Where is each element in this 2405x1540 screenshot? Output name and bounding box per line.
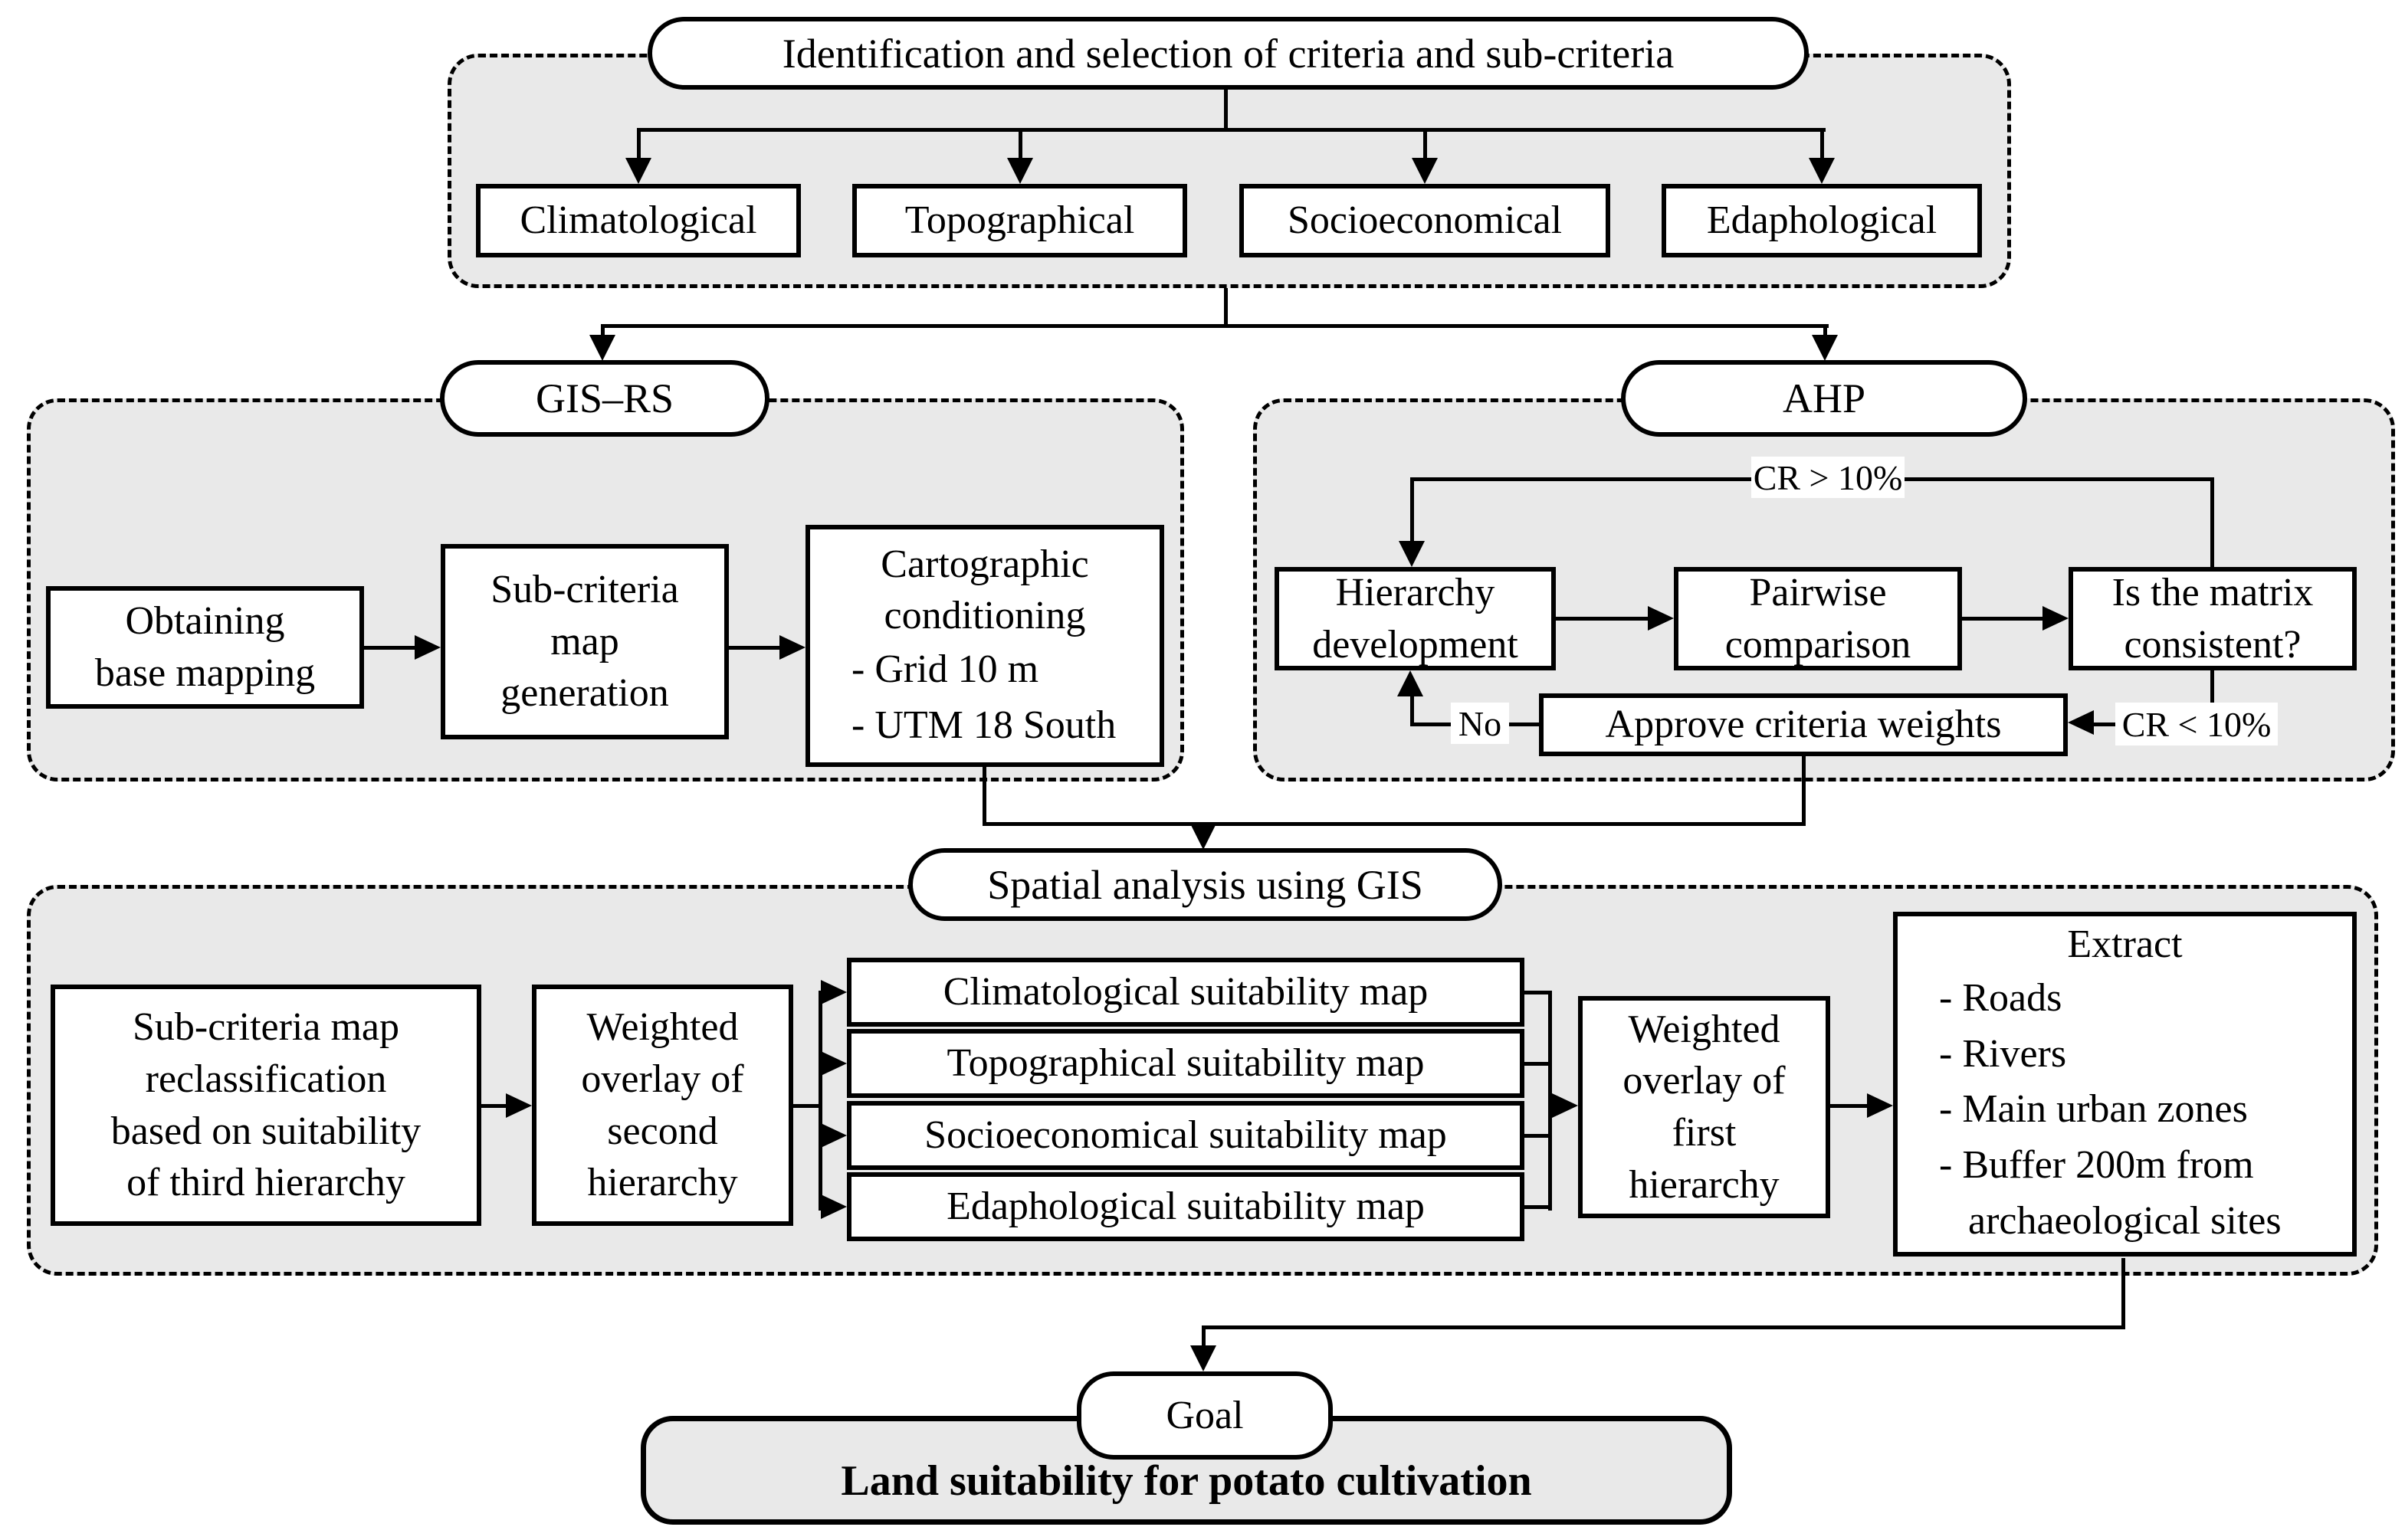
arrowhead-into-spatial-pill	[1190, 824, 1216, 850]
line-map2-out	[1524, 1062, 1552, 1066]
ahp-label: AHP	[1782, 375, 1866, 421]
line-obtaining-to-subcriteria	[364, 646, 415, 650]
spatial-pill: Spatial analysis using GIS	[908, 848, 1502, 921]
cartographic-item: - UTM 18 South	[851, 703, 1117, 747]
arrowhead-into-hierarchy-top	[1399, 541, 1425, 567]
line-map4-out	[1524, 1205, 1552, 1209]
line-drop-socioeconomical	[1423, 128, 1427, 165]
cr-less-label: CR < 10%	[2115, 703, 2278, 745]
gis-rs-label: GIS–RS	[535, 375, 674, 421]
cartographic-title: Cartographic conditioning	[881, 542, 1089, 638]
line-overlay2-out	[793, 1104, 822, 1108]
obtaining-base-mapping-node: Obtaining base mapping	[46, 586, 364, 709]
weighted-overlay-second-node: Weighted overlay of second hierarchy	[532, 985, 793, 1226]
line-goal-drop	[1202, 1325, 1206, 1348]
approve-weights-node: Approve criteria weights	[1539, 693, 2068, 756]
arrowhead-into-cartographic	[779, 635, 805, 660]
climatological-map-node: Climatological suitability map	[847, 958, 1524, 1027]
line-consistency-down	[2210, 670, 2214, 726]
arrowhead-into-socioeconomical	[1412, 158, 1438, 184]
line-map1-out	[1524, 991, 1552, 994]
arrowhead-into-map4	[821, 1194, 847, 1219]
arrowhead-into-overlay1	[1552, 1093, 1578, 1118]
line-reclass-to-overlay2	[481, 1104, 506, 1108]
cr-greater-label: CR > 10%	[1751, 457, 1905, 498]
extract-items: - Roads - Rivers - Main urban zones - Bu…	[1913, 971, 2337, 1250]
cartographic-items: - Grid 10 m - UTM 18 South	[825, 642, 1144, 754]
edaphological-node: Edaphological	[1662, 184, 1982, 257]
extract-item: - Main urban zones	[1939, 1087, 2248, 1132]
matrix-consistency-node: Is the matrix consistent?	[2069, 567, 2357, 670]
line-subcriteria-to-cartographic	[729, 646, 779, 650]
line-title-stem	[1224, 87, 1228, 132]
line-hierarchy-to-pairwise	[1556, 617, 1648, 621]
arrowhead-into-map1	[821, 980, 847, 1004]
arrowhead-into-consistency	[2042, 606, 2069, 631]
subcriteria-map-generation-node: Sub-criteria map generation	[441, 544, 729, 739]
line-drop-climatological	[637, 128, 641, 165]
arrowhead-into-ahp	[1812, 335, 1838, 361]
no-label: No	[1451, 703, 1509, 744]
socioeconomical-node: Socioeconomical	[1239, 184, 1610, 257]
arrowhead-into-gis-rs	[589, 335, 615, 361]
arrowhead-into-hierarchy-bottom	[1397, 670, 1423, 696]
line-drop-ahp	[1823, 324, 1827, 338]
arrowhead-into-climatological	[625, 158, 651, 184]
arrowhead-into-subcriteria	[415, 635, 441, 660]
line-cartographic-drop	[983, 767, 986, 826]
weighted-overlay-first-node: Weighted overlay of first hierarchy	[1578, 996, 1830, 1218]
line-to-goal	[1202, 1325, 2125, 1329]
socioeconomical-map-node: Socioeconomical suitability map	[847, 1101, 1524, 1170]
extract-item: - Buffer 200m from archaeological sites	[1939, 1143, 2282, 1243]
extract-item: - Rivers	[1939, 1031, 2067, 1076]
arrowhead-into-map3	[821, 1123, 847, 1148]
line-maps-fanout	[819, 991, 822, 1211]
goal-label: Goal	[1166, 1394, 1244, 1437]
arrowhead-into-extract	[1867, 1093, 1893, 1118]
arrowhead-into-map2	[821, 1051, 847, 1076]
arrowhead-into-approve	[2068, 710, 2094, 735]
line-drop-edaphological	[1820, 128, 1824, 165]
line-criteria-zone-stem	[1224, 288, 1228, 328]
line-consistency-up	[2210, 477, 2214, 567]
reclassification-node: Sub-criteria map reclassification based …	[51, 985, 481, 1226]
pairwise-comparison-node: Pairwise comparison	[1674, 567, 1962, 670]
criteria-title-pill: Identification and selection of criteria…	[648, 17, 1809, 90]
climatological-node: Climatological	[476, 184, 801, 257]
topographical-map-node: Topographical suitability map	[847, 1029, 1524, 1098]
line-maps-fanin	[1548, 991, 1552, 1211]
ahp-pill: AHP	[1621, 360, 2027, 437]
extract-item: - Roads	[1939, 975, 2062, 1020]
goal-pill: Goal	[1077, 1371, 1333, 1460]
extract-title: Extract	[2067, 922, 2183, 967]
arrowhead-into-overlay2	[506, 1093, 532, 1118]
line-overlay1-to-extract	[1830, 1104, 1867, 1108]
extract-node: Extract - Roads - Rivers - Main urban zo…	[1893, 912, 2357, 1257]
spatial-label: Spatial analysis using GIS	[987, 861, 1423, 908]
goal-result-label: Land suitability for potato cultivation	[841, 1457, 1532, 1505]
arrowhead-into-edaphological	[1809, 158, 1835, 184]
goal-result-box: Land suitability for potato cultivation	[641, 1416, 1732, 1525]
topographical-node: Topographical	[852, 184, 1187, 257]
line-pairwise-to-consistency	[1962, 617, 2042, 621]
line-drop-topographical	[1019, 128, 1022, 165]
edaphological-map-node: Edaphological suitability map	[847, 1172, 1524, 1241]
cartographic-conditioning-node: Cartographic conditioning - Grid 10 m - …	[805, 525, 1164, 767]
line-join-to-spatial	[983, 822, 1806, 826]
criteria-title-label: Identification and selection of criteria…	[782, 30, 1675, 77]
line-approve-drop	[1802, 756, 1806, 826]
line-map3-out	[1524, 1134, 1552, 1138]
hierarchy-development-node: Hierarchy development	[1275, 567, 1556, 670]
line-extract-drop	[2121, 1258, 2125, 1329]
line-no-up	[1410, 695, 1414, 726]
line-drop-gis-rs	[601, 324, 605, 338]
arrowhead-into-goal	[1190, 1345, 1216, 1371]
gis-rs-pill: GIS–RS	[440, 360, 769, 437]
arrowhead-into-topographical	[1007, 158, 1033, 184]
arrowhead-into-pairwise	[1648, 606, 1674, 631]
line-criteria-distribution	[638, 128, 1826, 132]
line-cr-fail-down	[1410, 477, 1414, 544]
cartographic-item: - Grid 10 m	[851, 647, 1039, 691]
line-branch-gis-ahp	[602, 324, 1829, 328]
